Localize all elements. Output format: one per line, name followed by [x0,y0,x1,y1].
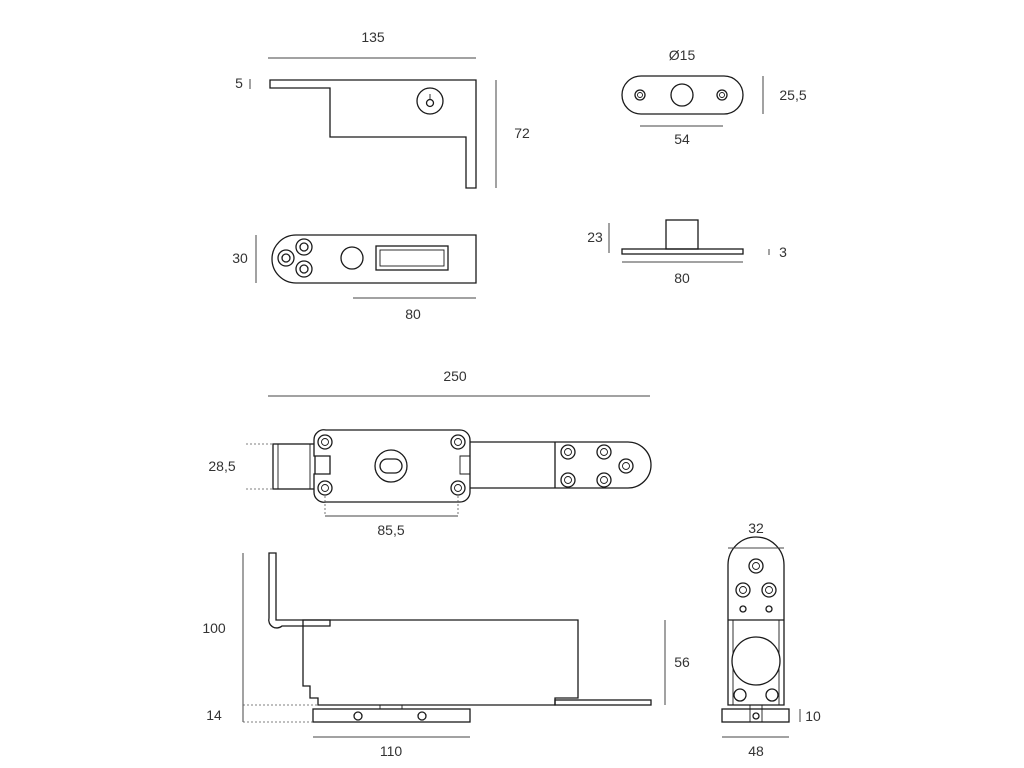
dim-closer-hole-spacing: 85,5 [377,522,404,538]
dim-pivot-plate-height: 25,5 [779,87,806,103]
top-plate-plan-view [255,234,477,299]
dim-closer-total-length: 250 [443,368,467,384]
dim-pivot-side-thickness: 3 [779,244,787,260]
dim-closer-base-height: 14 [206,707,222,723]
top-bracket-side-view [249,57,497,189]
dim-pivot-plate-hole: Ø15 [669,47,696,63]
dim-pivot-side-height: 23 [587,229,603,245]
dim-closer-base-length: 110 [380,743,403,759]
dim-top-plate-width: 30 [232,250,248,266]
dim-end-view-base-height: 10 [805,708,821,724]
floor-closer-side-view [242,552,666,738]
pivot-plate-plan-view [621,75,764,127]
dim-pivot-plate-length: 54 [674,131,690,147]
dim-top-bracket-thickness: 5 [235,75,243,91]
dim-closer-height: 100 [202,620,226,636]
dim-closer-width: 28,5 [208,458,235,474]
dim-top-bracket-height: 72 [514,125,530,141]
dim-end-view-width: 32 [748,520,764,536]
dim-top-plate-length: 80 [405,306,421,322]
dim-pivot-side-length: 80 [674,270,690,286]
dim-end-view-base-width: 48 [748,743,764,759]
floor-closer-plan-view [246,395,652,517]
pivot-side-view [608,219,770,263]
dim-closer-body-height: 56 [674,654,690,670]
floor-closer-end-view [721,536,801,738]
dim-top-bracket-width: 135 [361,29,385,45]
